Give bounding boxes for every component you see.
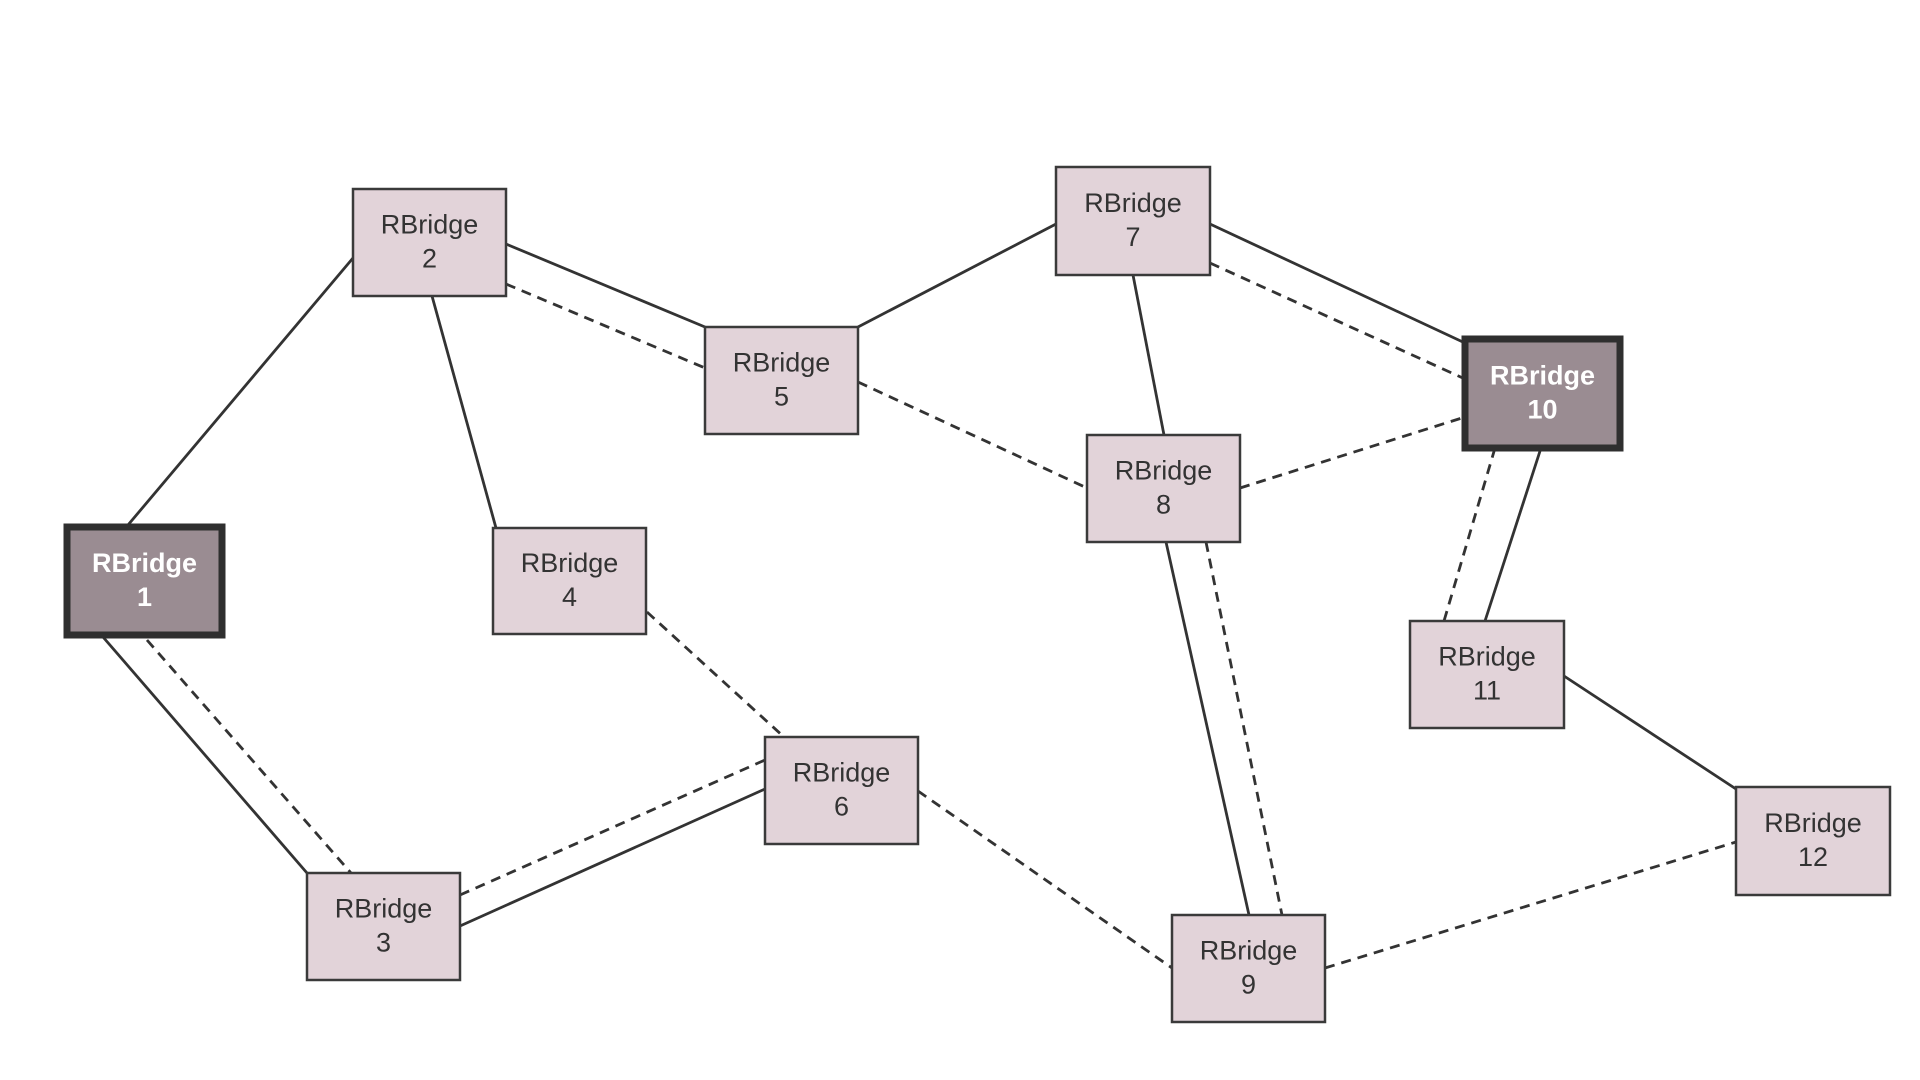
link-6-9-dashed xyxy=(917,789,1173,970)
rbridge-node-10[interactable]: RBridge 10 xyxy=(1461,335,1624,452)
rbridge-node-2[interactable]: RBridge 2 xyxy=(351,187,508,298)
link-8-10-dashed xyxy=(1239,415,1466,490)
rbridge-node-number: 1 xyxy=(137,582,152,612)
rbridge-node-label: RBridge xyxy=(793,758,891,788)
rbridge-node-label: RBridge xyxy=(733,348,831,378)
link-2-5-solid xyxy=(505,242,706,329)
rbridge-node-box xyxy=(1408,619,1566,730)
rbridge-node-box xyxy=(351,187,508,298)
rbridge-node-box xyxy=(1170,913,1327,1024)
rbridge-node-box xyxy=(305,871,462,982)
rbridge-node-number: 6 xyxy=(834,792,849,822)
rbridge-node-number: 8 xyxy=(1156,490,1171,520)
link-1-2-solid xyxy=(126,257,355,526)
link-1-3-dashed xyxy=(145,639,353,874)
rbridge-node-label: RBridge xyxy=(1200,936,1298,966)
rbridge-node-label: RBridge xyxy=(1764,808,1862,838)
rbridge-node-box xyxy=(63,523,226,639)
rbridge-node-label: RBridge xyxy=(1115,456,1213,486)
links-layer xyxy=(101,222,1737,970)
rbridge-node-number: 12 xyxy=(1798,842,1828,872)
rbridge-node-5[interactable]: RBridge 5 xyxy=(703,325,860,436)
rbridge-node-4[interactable]: RBridge 4 xyxy=(491,526,648,636)
rbridge-node-label: RBridge xyxy=(1084,188,1182,218)
link-7-10-solid xyxy=(1209,222,1466,345)
rbridge-node-number: 11 xyxy=(1473,676,1501,706)
rbridge-node-6[interactable]: RBridge 6 xyxy=(763,735,920,846)
rbridge-node-box xyxy=(1085,433,1242,544)
rbridge-node-label: RBridge xyxy=(381,210,479,240)
link-9-12-dashed xyxy=(1324,840,1737,970)
rbridge-node-box xyxy=(1461,335,1624,452)
rbridge-node-number: 4 xyxy=(562,582,577,612)
link-7-10-dashed xyxy=(1209,261,1466,381)
rbridge-node-box xyxy=(763,735,920,846)
rbridge-node-3[interactable]: RBridge 3 xyxy=(305,871,462,982)
rbridge-node-label: RBridge xyxy=(1438,642,1536,672)
rbridge-node-number: 2 xyxy=(422,244,437,274)
link-4-6-dashed xyxy=(646,610,785,739)
rbridge-node-label: RBridge xyxy=(1490,361,1595,391)
link-8-9-solid xyxy=(1164,541,1251,916)
rbridge-node-12[interactable]: RBridge 12 xyxy=(1734,785,1892,897)
link-2-5-dashed xyxy=(505,282,706,370)
link-2-4-solid xyxy=(430,295,498,529)
link-10-11-solid xyxy=(1483,447,1543,622)
rbridge-node-number: 5 xyxy=(774,382,789,412)
rbridge-node-7[interactable]: RBridge 7 xyxy=(1054,165,1212,277)
rbridge-node-label: RBridge xyxy=(92,548,197,578)
rbridge-node-label: RBridge xyxy=(521,548,619,578)
link-5-7-solid xyxy=(857,222,1057,329)
rbridge-node-8[interactable]: RBridge 8 xyxy=(1085,433,1242,544)
rbridge-node-label: RBridge xyxy=(335,894,433,924)
link-3-6-dashed xyxy=(459,758,766,897)
rbridge-node-box xyxy=(1734,785,1892,897)
rbridge-node-1[interactable]: RBridge 1 xyxy=(63,523,226,639)
rbridge-node-box xyxy=(703,325,860,436)
rbridge-node-9[interactable]: RBridge 9 xyxy=(1170,913,1327,1024)
rbridge-node-number: 10 xyxy=(1527,395,1557,425)
nodes-layer: RBridge1RBridge2RBridge3RBridge4RBridge5… xyxy=(63,165,1892,1024)
rbridge-node-number: 9 xyxy=(1241,970,1256,1000)
rbridge-node-11[interactable]: RBridge 11 xyxy=(1408,619,1566,730)
link-7-8-solid xyxy=(1131,274,1166,436)
link-5-8-dashed xyxy=(857,380,1088,490)
link-10-11-dashed xyxy=(1442,447,1497,622)
link-8-9-dashed xyxy=(1204,541,1284,916)
link-3-6-solid xyxy=(459,787,766,928)
rbridge-node-box xyxy=(491,526,648,636)
rbridge-node-box xyxy=(1054,165,1212,277)
link-11-12-solid xyxy=(1563,674,1737,791)
link-1-3-solid xyxy=(101,636,309,874)
rbridge-node-number: 3 xyxy=(376,928,391,958)
rbridge-node-number: 7 xyxy=(1125,222,1140,252)
